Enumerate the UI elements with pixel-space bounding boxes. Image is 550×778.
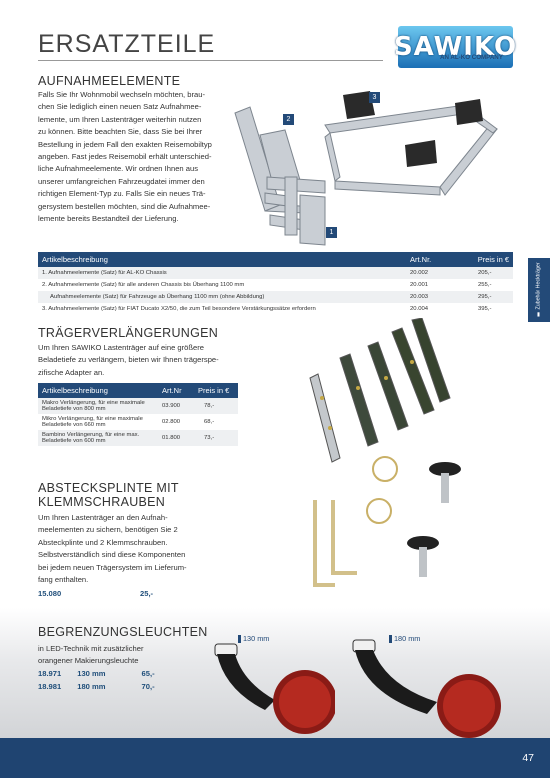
led-light-130-image xyxy=(214,643,335,734)
page-number: 47 xyxy=(522,752,534,764)
section-title-aufnahmeelemente: AUFNAHMEELEMENTE xyxy=(38,74,181,88)
table-row: 1. Aufnahmeelemente (Satz) für AL-KO Cha… xyxy=(38,267,513,279)
led-light-180-image xyxy=(352,639,501,738)
sawiko-logo: SAWIKO xyxy=(394,26,516,68)
table-row: 3. Aufnahmeelemente (Satz) für FIAT Duca… xyxy=(38,303,513,315)
badge-3: 3 xyxy=(369,92,380,103)
table-aufnahmeelemente: Artikelbeschreibung Art.Nr. Preis in € 1… xyxy=(38,252,513,315)
label-180mm: 180 mm xyxy=(389,634,420,644)
section1-text: Falls Sie Ihr Wohnmobil wechseln möchten… xyxy=(38,90,212,224)
side-tab-zubehoer[interactable]: ▮ Zubehör Heckträger xyxy=(528,258,550,322)
section3-price: 25,- xyxy=(140,589,154,598)
table-header: Artikelbeschreibung Art.Nr Preis in € xyxy=(38,383,238,398)
footer-bar xyxy=(0,738,550,778)
table-header: Artikelbeschreibung Art.Nr. Preis in € xyxy=(38,252,513,267)
extension-bars-image xyxy=(309,318,451,463)
badge-1: 1 xyxy=(326,227,337,238)
section2-text: Um Ihren SAWIKO Lastenträger auf eine gr… xyxy=(38,343,219,377)
section3-text: Um Ihren Lastenträger an den Aufnah-meel… xyxy=(38,513,187,585)
table-verlaengerungen: Artikelbeschreibung Art.Nr Preis in € Ma… xyxy=(38,383,238,446)
page-title: ERSATZTEILE xyxy=(38,30,216,58)
title-divider xyxy=(38,60,383,61)
pins-and-screws-image xyxy=(313,456,461,587)
table-row: 2. Aufnahmeelemente (Satz) für alle ande… xyxy=(38,279,513,291)
table-row: Aufnahmeelemente (Satz) für Fahrzeuge ab… xyxy=(38,291,513,303)
table-row: Mikro Verlängerung, für eine maximale Be… xyxy=(38,414,238,430)
mounting-elements-image xyxy=(234,91,498,246)
label-130mm: 130 mm xyxy=(238,634,269,644)
section3-art-nr: 15.080 xyxy=(38,589,62,598)
badge-2: 2 xyxy=(283,114,294,125)
section-title-traegerverlaengerungen: TRÄGERVERLÄNGERUNGEN xyxy=(38,326,219,340)
table-row: Bambino Verlängerung, für eine max. Bela… xyxy=(38,430,238,446)
table-row: Makro Verlängerung, für eine maximale Be… xyxy=(38,398,238,414)
section-title-begrenzungsleuchten: BEGRENZUNGSLEUCHTEN xyxy=(38,625,208,639)
logo-tagline: AN AL-KO COMPANY xyxy=(440,54,503,61)
